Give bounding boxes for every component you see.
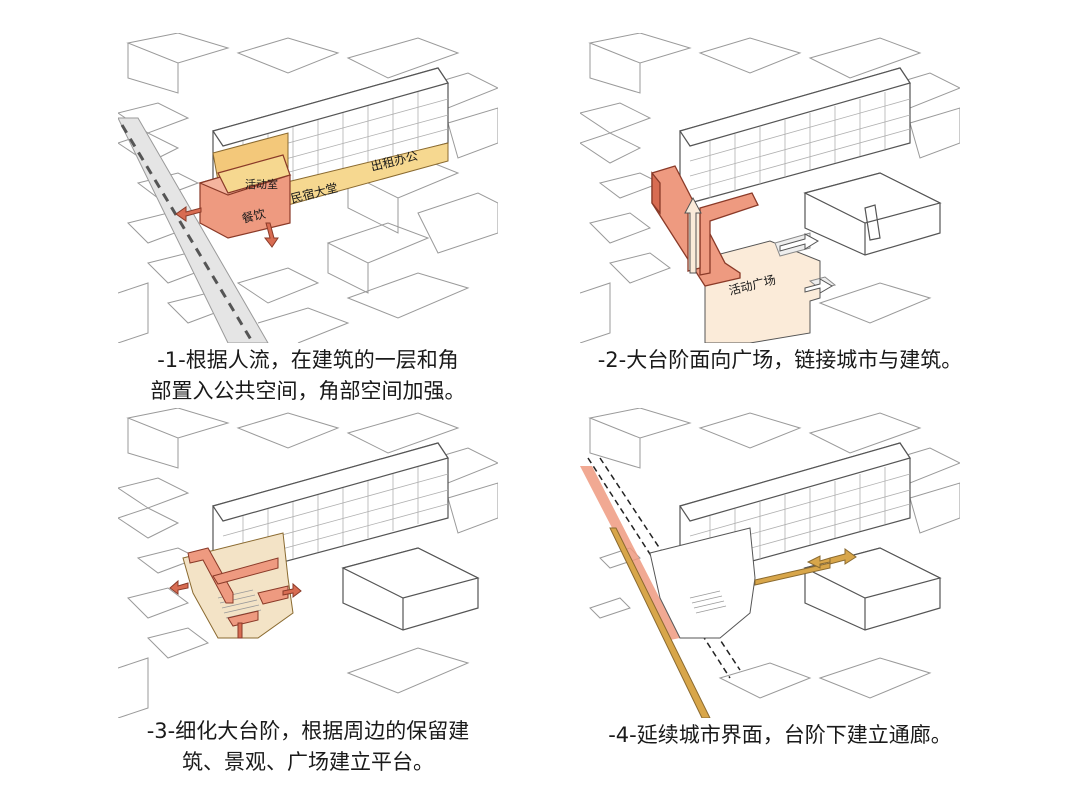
diagram-panel-3 — [118, 408, 498, 718]
label-activity-room: 活动室 — [245, 177, 278, 191]
axonometric-drawing-1: 活动室 民宿大堂 出租办公 餐饮 — [118, 33, 498, 343]
stair-platform — [649, 527, 756, 639]
axonometric-drawing-2: 活动广场 — [580, 33, 960, 343]
street — [118, 117, 269, 343]
axonometric-drawing-3 — [118, 408, 498, 718]
label-dining: 餐饮 — [240, 206, 267, 226]
retained-building — [341, 547, 480, 631]
caption-1: -1-根据人流，在建筑的一层和角 部置入公共空间，角部空间加强。 — [118, 345, 498, 407]
diagram-panel-2: 活动广场 — [580, 33, 960, 343]
caption-2: -2-大台阶面向广场，链接城市与建筑。 — [580, 345, 980, 376]
caption-4: -4-延续城市界面，台阶下建立通廊。 — [580, 720, 980, 751]
flow-arrows — [175, 206, 279, 248]
retained-building — [803, 172, 942, 256]
caption-3: -3-细化大台阶，根据周边的保留建 筑、景观、广场建立平台。 — [118, 716, 498, 778]
link-arrows — [684, 196, 833, 294]
refined-stair-platform — [182, 532, 294, 639]
axonometric-drawing-4 — [580, 408, 960, 718]
caption-1-line-2: 部置入公共空间，角部空间加强。 — [150, 379, 466, 403]
caption-3-line-2: 筑、景观、广场建立平台。 — [182, 750, 434, 774]
diagram-panel-1: 活动室 民宿大堂 出租办公 餐饮 — [118, 33, 498, 343]
connection-arrows — [169, 579, 302, 598]
dining-block — [198, 154, 292, 239]
caption-4-line-1: -4-延续城市界面，台阶下建立通廊。 — [608, 723, 952, 747]
passage-arrows — [754, 548, 857, 586]
diagram-panel-4 — [580, 408, 960, 718]
caption-1-line-1: -1-根据人流，在建筑的一层和角 — [157, 348, 459, 372]
caption-3-line-1: -3-细化大台阶，根据周边的保留建 — [146, 719, 470, 743]
caption-2-line-1: -2-大台阶面向广场，链接城市与建筑。 — [597, 348, 963, 372]
main-building — [679, 67, 911, 204]
